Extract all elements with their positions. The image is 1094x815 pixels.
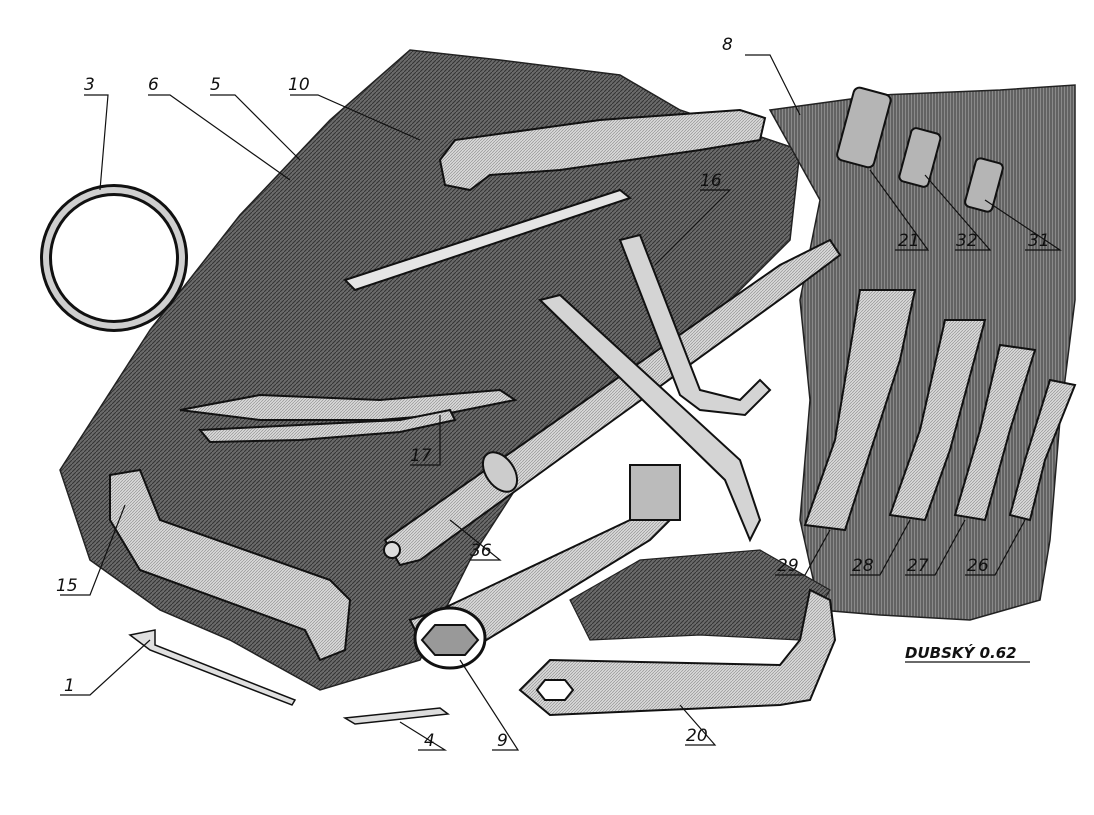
tool-roll-cloth-left — [59, 49, 801, 691]
grease-gun-36 — [383, 238, 842, 567]
tire-lever-15 — [109, 468, 352, 662]
tire-levers-16 — [538, 233, 772, 543]
spanner-29 — [803, 289, 917, 532]
callout-3: 3 — [84, 75, 95, 95]
callout-20: 20 — [686, 726, 708, 746]
socket-21 — [836, 86, 892, 169]
callout-21: 21 — [898, 231, 920, 251]
callout-27: 27 — [907, 556, 929, 576]
callout-29: 29 — [777, 556, 799, 576]
callout-17: 17 — [410, 446, 432, 466]
box-wrench-9 — [408, 464, 681, 670]
pliers-17 — [179, 388, 518, 444]
callout-10: 10 — [288, 75, 310, 95]
callout-5: 5 — [210, 75, 221, 95]
leader-lines — [60, 54, 1062, 751]
blade-4 — [342, 707, 450, 725]
artist-signature: DUBSKÝ 0.62 — [905, 643, 1017, 662]
tire-lever-10 — [438, 108, 767, 192]
spanner-27 — [953, 343, 1037, 522]
socket-31 — [964, 157, 1004, 213]
callout-9: 9 — [497, 731, 508, 751]
socket-32 — [898, 127, 942, 188]
callout-26: 26 — [967, 556, 989, 576]
callout-28: 28 — [852, 556, 874, 576]
callout-36: 36 — [470, 541, 492, 561]
spanner-26 — [1008, 378, 1077, 522]
callout-6: 6 — [148, 75, 159, 95]
callout-8: 8 — [722, 35, 733, 55]
ring-3 — [40, 184, 188, 332]
spanner-28 — [888, 319, 987, 522]
small-tool-1 — [128, 629, 297, 706]
callout-15: 15 — [56, 576, 78, 596]
callout-32: 32 — [956, 231, 978, 251]
hook-spanner-20 — [518, 588, 837, 717]
callout-1: 1 — [64, 676, 75, 696]
callout-16: 16 — [700, 171, 722, 191]
punch-rod-5 — [343, 188, 633, 292]
callout-31: 31 — [1028, 231, 1050, 251]
callout-4: 4 — [424, 731, 435, 751]
